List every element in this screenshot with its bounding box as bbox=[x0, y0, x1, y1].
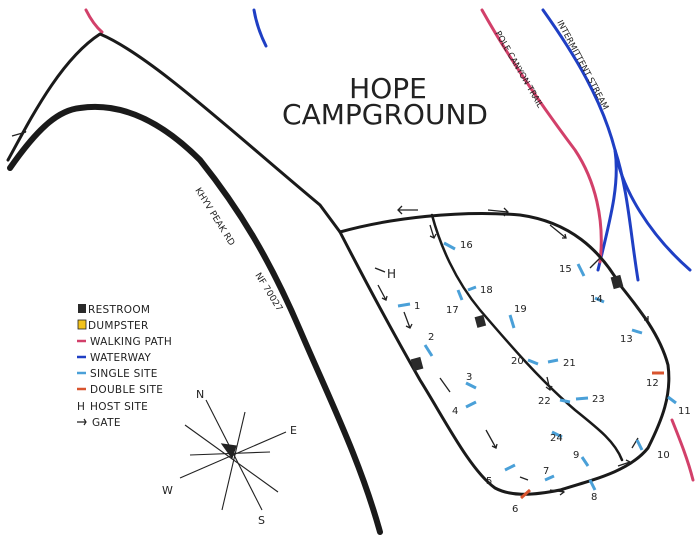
site-number: 17 bbox=[446, 305, 459, 316]
compass-east: E bbox=[290, 424, 297, 437]
map-title-line2: CAMPGROUND bbox=[282, 98, 488, 131]
road-label-number: NF 70027 bbox=[252, 271, 283, 313]
site-numbers: 1 2 3 4 5 6 7 8 9 10 11 12 13 14 15 16 1… bbox=[414, 240, 691, 515]
single-site-8 bbox=[588, 479, 597, 491]
stream-label: INTERMITTENT STREAM bbox=[554, 19, 610, 112]
single-site-14 bbox=[594, 296, 605, 304]
single-site-17 bbox=[456, 289, 464, 301]
double-site-6 bbox=[520, 488, 531, 500]
upper-road bbox=[6, 32, 342, 234]
compass bbox=[179, 399, 287, 511]
khyv-peak-road bbox=[7, 103, 383, 535]
walking-path-top bbox=[84, 8, 104, 34]
legend-gate-label: GATE bbox=[92, 417, 121, 429]
site-number: 11 bbox=[678, 406, 691, 417]
site-number: 8 bbox=[591, 492, 597, 503]
site-number: 2 bbox=[428, 332, 434, 343]
site-number: 23 bbox=[592, 394, 605, 405]
stream-branch-east bbox=[613, 148, 640, 282]
site-number: 14 bbox=[590, 294, 603, 305]
site-number: 12 bbox=[646, 378, 659, 389]
direction-arrows bbox=[377, 205, 649, 496]
site-number: 19 bbox=[514, 304, 527, 315]
site-number: 4 bbox=[452, 406, 458, 417]
legend-gate-icon bbox=[77, 418, 87, 426]
restroom-icon bbox=[610, 274, 624, 290]
gate-icon bbox=[11, 129, 27, 137]
restroom-icon bbox=[474, 314, 487, 328]
restroom-icon bbox=[410, 356, 424, 372]
walking-paths bbox=[84, 8, 695, 482]
site-number: 22 bbox=[538, 396, 551, 407]
site-number: 5 bbox=[486, 476, 492, 487]
single-site-10 bbox=[635, 439, 644, 451]
single-site-24 bbox=[551, 430, 563, 439]
gate-icons bbox=[11, 129, 27, 137]
compass-west: W bbox=[162, 484, 173, 497]
single-site-18 bbox=[467, 285, 477, 292]
campground-loop bbox=[338, 212, 671, 496]
legend-dumpster-label: DUMPSTER bbox=[88, 320, 149, 332]
single-site-23 bbox=[575, 396, 589, 401]
site-number: 21 bbox=[563, 358, 576, 369]
legend-restroom-label: RESTROOM bbox=[88, 304, 150, 316]
single-site-21 bbox=[547, 358, 559, 364]
site-number: 3 bbox=[466, 372, 472, 383]
single-site-15 bbox=[576, 263, 586, 277]
single-site-20 bbox=[527, 358, 539, 366]
site-number: 10 bbox=[657, 450, 670, 461]
host-site-label: H bbox=[387, 267, 396, 281]
inner-loop-road bbox=[430, 213, 624, 462]
legend: RESTROOM DUMPSTER WALKING PATH WATERWAY … bbox=[77, 304, 172, 429]
legend-single-site-label: SINGLE SITE bbox=[90, 368, 158, 380]
single-site-16 bbox=[443, 241, 456, 251]
site-number: 20 bbox=[511, 356, 524, 367]
compass-south: S bbox=[258, 514, 265, 527]
single-site-3 bbox=[465, 381, 477, 390]
legend-host-site-label: HOST SITE bbox=[90, 401, 148, 413]
site-number: 1 bbox=[414, 301, 420, 312]
single-site-11 bbox=[667, 395, 677, 405]
single-site-2 bbox=[423, 344, 434, 357]
site-number: 18 bbox=[480, 285, 493, 296]
map-title-line1: HOPE bbox=[349, 72, 427, 105]
single-site-4 bbox=[465, 400, 477, 409]
single-site-5 bbox=[504, 463, 516, 472]
site-number: 7 bbox=[543, 466, 549, 477]
host-site-stub bbox=[374, 267, 386, 273]
site-number: 16 bbox=[460, 240, 473, 251]
site-number: 13 bbox=[620, 334, 633, 345]
pole-canyon-trail bbox=[480, 8, 603, 264]
single-sites bbox=[397, 241, 677, 491]
trail-label: POLE CANYON TRAIL bbox=[492, 30, 544, 111]
site-number: 24 bbox=[550, 433, 563, 444]
single-site-7 bbox=[544, 474, 555, 482]
legend-host-site-symbol: H bbox=[77, 401, 85, 413]
single-site-9 bbox=[580, 456, 590, 467]
double-sites bbox=[520, 371, 664, 500]
compass-north: N bbox=[196, 388, 204, 401]
single-site-1 bbox=[397, 302, 411, 308]
roads bbox=[6, 32, 671, 535]
single-site-22 bbox=[559, 398, 571, 404]
legend-walking-path-label: WALKING PATH bbox=[90, 336, 172, 348]
site-number: 6 bbox=[512, 504, 518, 515]
restrooms bbox=[410, 274, 624, 372]
legend-dumpster-icon bbox=[77, 319, 87, 330]
site-number: 9 bbox=[573, 450, 579, 461]
legend-double-site-label: DOUBLE SITE bbox=[90, 384, 163, 396]
site-number: 15 bbox=[559, 264, 572, 275]
walking-path-southeast bbox=[670, 418, 695, 482]
single-site-13 bbox=[631, 328, 643, 335]
waterway-small bbox=[252, 8, 268, 48]
legend-restroom-icon bbox=[78, 304, 86, 313]
legend-waterway-label: WATERWAY bbox=[90, 352, 151, 364]
single-site-19 bbox=[508, 314, 516, 329]
